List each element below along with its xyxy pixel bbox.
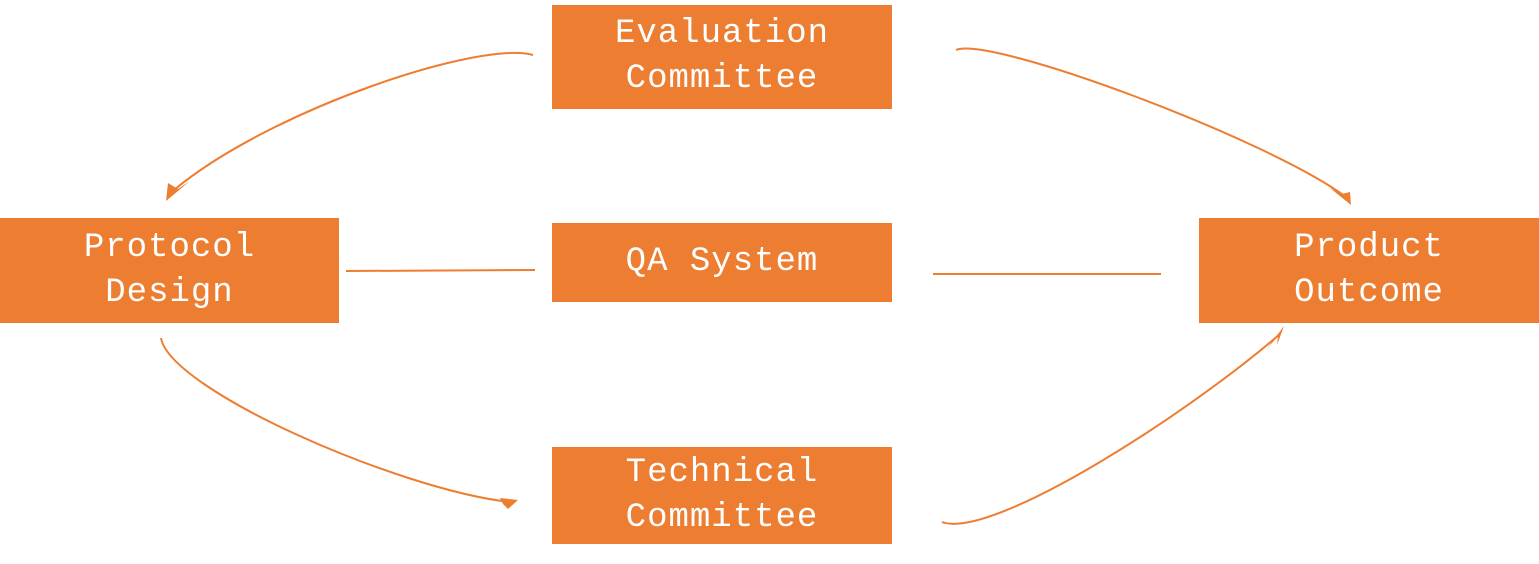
arrow-protocol-to-technical (160, 337, 511, 503)
arrowhead-protocol (166, 181, 190, 201)
qa-line1: QA System (625, 243, 819, 281)
arrowhead-product-bottom (1266, 326, 1284, 350)
protocol-design-node: Protocol Design (0, 218, 339, 323)
evaluation-line2: Committee (625, 60, 819, 98)
evaluation-committee-node: Evaluation Committee (552, 5, 892, 109)
arrowhead-product-top (1330, 188, 1351, 205)
arrow-evaluation-to-protocol (173, 51, 534, 191)
arrowhead-technical (500, 498, 518, 509)
arrow-technical-to-product (941, 333, 1281, 525)
protocol-line2: Design (105, 273, 234, 312)
qa-system-node: QA System (552, 223, 892, 302)
link-protocol-qa (345, 269, 536, 272)
technical-line2: Committee (625, 498, 819, 537)
protocol-line1: Protocol (83, 228, 256, 267)
arrow-evaluation-to-product (955, 47, 1347, 198)
evaluation-line1: Evaluation (614, 15, 830, 53)
product-outcome-node: Product Outcome (1199, 218, 1539, 323)
product-line2: Outcome (1294, 273, 1444, 312)
technical-line1: Technical (625, 453, 819, 492)
product-line1: Product (1294, 228, 1444, 267)
technical-committee-node: Technical Committee (552, 447, 892, 544)
